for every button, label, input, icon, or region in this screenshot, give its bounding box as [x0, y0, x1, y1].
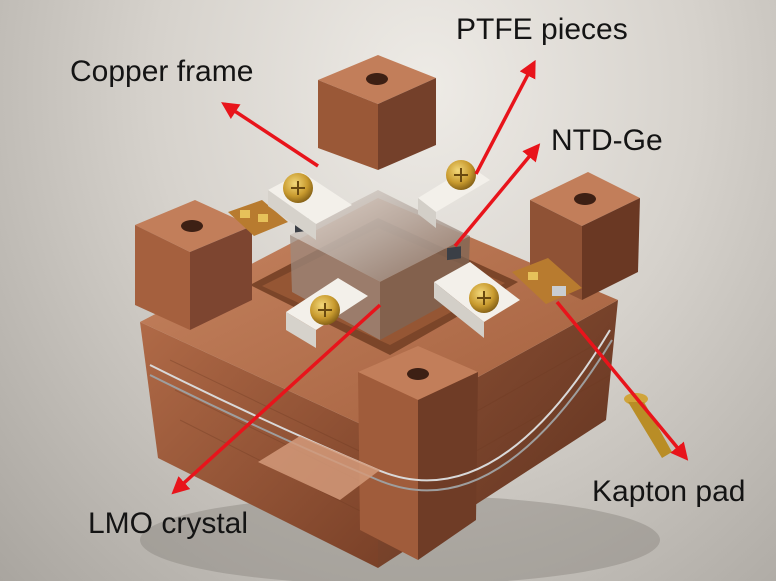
ntd-ge-sensor-right	[447, 246, 461, 261]
corner-post-front	[358, 346, 478, 560]
label-copper-frame: Copper frame	[70, 55, 254, 88]
arrow-ptfe-pieces	[474, 59, 536, 175]
arrow-copper-frame	[221, 102, 319, 168]
corner-post-left	[135, 200, 252, 330]
arrow-lmo-crystal	[171, 303, 382, 495]
corner-post-back	[318, 55, 436, 170]
arrow-ntd-ge	[453, 143, 541, 248]
label-kapton-pad: Kapton pad	[592, 475, 746, 508]
arrow-kapton-pad	[555, 300, 689, 461]
wire-2	[149, 339, 613, 492]
label-ntd-ge: NTD-Ge	[551, 124, 663, 157]
kapton-pad-left	[228, 200, 288, 236]
label-ptfe-pieces: PTFE pieces	[456, 13, 628, 46]
label-lmo-crystal: LMO crystal	[88, 507, 249, 540]
kapton-pad-right	[512, 258, 582, 304]
loose-screw	[624, 393, 672, 458]
copper-tape	[258, 436, 380, 500]
